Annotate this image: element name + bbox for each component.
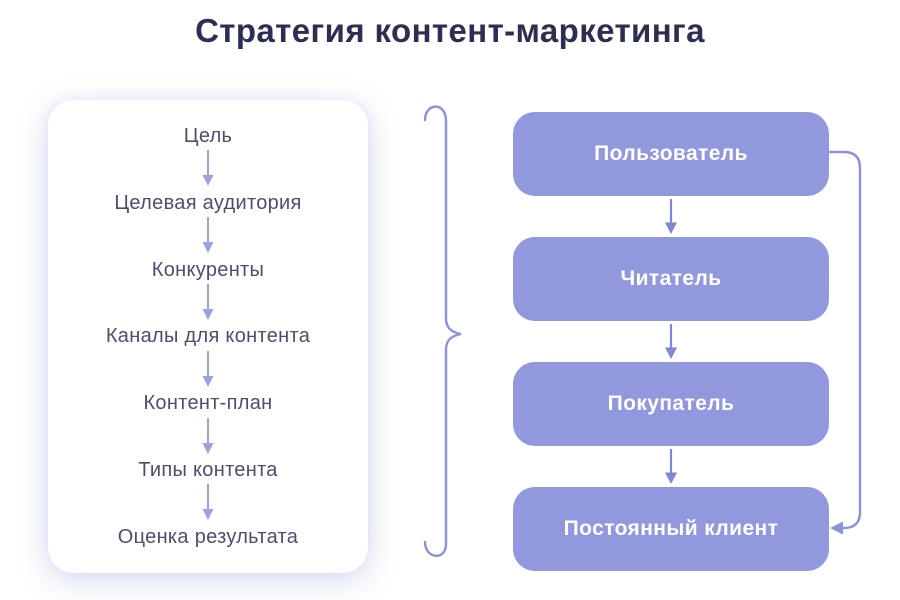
down-arrow-icon [201,149,215,189]
down-arrow-icon [201,417,215,457]
step-content-channels: Каналы для контента [105,325,311,348]
down-arrow-icon [513,446,829,487]
stage-user-label: Пользователь [594,142,748,165]
stage-buyer-box: Покупатель [513,362,829,446]
page-title: Стратегия контент-маркетинга [195,12,705,49]
step-content-types: Типы контента [138,459,278,482]
down-arrow-icon [201,350,215,390]
curly-brace-connector [414,96,470,583]
stage-user-box: Пользователь [513,112,829,196]
step-goal: Цель [183,125,233,147]
step-target-audience: Целевая аудитория [114,191,302,214]
step-result-evaluation: Оценка результата [117,525,299,548]
step-competitors: Конкуренты [151,258,265,281]
stage-regular-client-box: Постоянный клиент [513,487,829,571]
down-arrow-icon [201,216,215,256]
stage-reader-label: Читатель [620,267,722,290]
strategy-steps-card: Цель Целевая аудитория Конкуренты Каналы… [48,100,368,573]
down-arrow-icon [201,483,215,523]
stage-reader-box: Читатель [513,237,829,321]
down-arrow-icon [513,321,829,362]
step-content-plan: Контент-план [143,392,273,415]
down-arrow-icon [513,196,829,237]
stage-regular-client-label: Постоянный клиент [563,517,779,540]
audience-stages-column: Пользователь Читатель Покупатель Постоян… [513,112,829,571]
stage-buyer-label: Покупатель [607,392,735,415]
loopback-arrow [826,138,890,547]
down-arrow-icon [201,283,215,323]
